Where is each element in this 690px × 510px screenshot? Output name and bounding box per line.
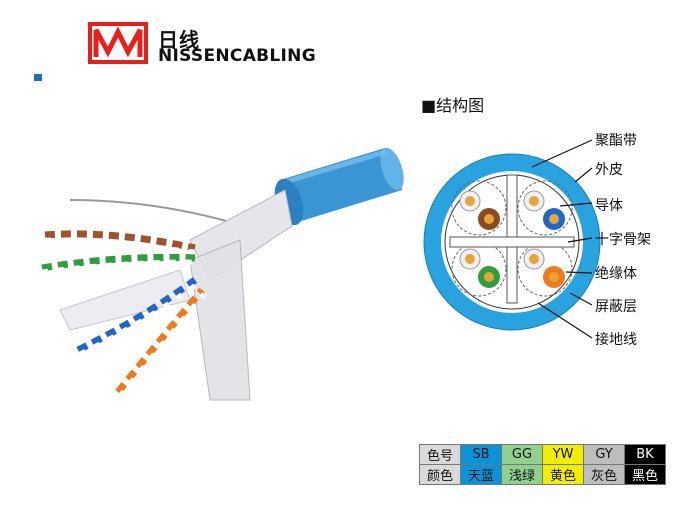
label-foil: 聚酯带 (595, 133, 637, 149)
brand-name-cn: 日线 (158, 28, 200, 52)
label-conductor: 导体 (595, 198, 623, 214)
color-name-cell: 灰色 (583, 464, 625, 485)
color-name-cell: 天蓝 (460, 464, 502, 485)
color-name-cell: 黑色 (624, 464, 666, 485)
color-code-cell: SB (460, 444, 502, 465)
label-jacket: 外皮 (595, 162, 623, 178)
label-insulation: 绝缘体 (595, 266, 637, 282)
color-code-row: 色号 SB GG YW GY BK (419, 444, 666, 465)
label-cross-filler: 十字骨架 (595, 232, 651, 248)
nissen-logo (88, 22, 148, 64)
color-code-cell: BK (624, 444, 666, 465)
color-name-cell: 黄色 (542, 464, 584, 485)
color-name-header: 颜色 (419, 464, 461, 485)
color-code-cell: GG (501, 444, 543, 465)
color-name-cell: 浅绿 (501, 464, 543, 485)
label-shield: 屏蔽层 (595, 299, 637, 315)
structure-title: ■结构图 (421, 96, 485, 115)
color-code-table: 色号 SB GG YW GY BK 颜色 天蓝 浅绿 黄色 灰色 黑色 (419, 444, 666, 485)
label-drain-wire: 接地线 (595, 331, 637, 348)
brand-name-en: NISSENCABLING (158, 46, 316, 66)
cable-cross-section: 聚酯带 外皮 导体 十字骨架 绝缘体 屏蔽层 接地线 (423, 133, 651, 348)
color-name-row: 颜色 天蓝 浅绿 黄色 灰色 黑色 (419, 464, 666, 485)
color-code-header: 色号 (419, 444, 461, 465)
color-code-cell: YW (542, 444, 584, 465)
color-code-cell: GY (583, 444, 625, 465)
section-bullet (34, 74, 42, 81)
cable-photo (41, 147, 404, 401)
